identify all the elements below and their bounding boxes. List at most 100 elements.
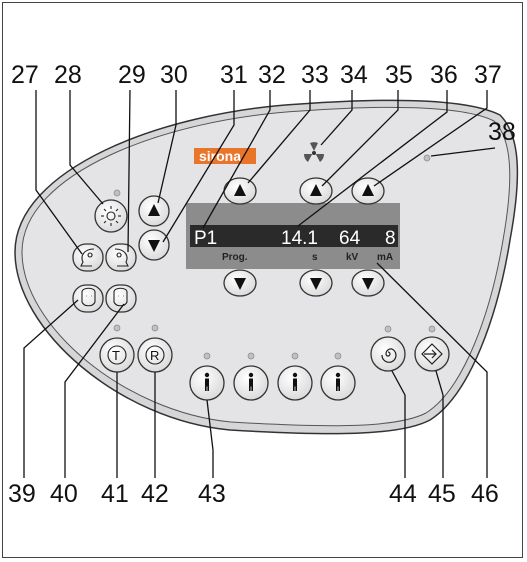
leader-line-28 — [69, 90, 104, 205]
led-radiation-indicator — [113, 189, 121, 197]
kv-down-button[interactable] — [351, 269, 385, 297]
person-icon — [292, 372, 298, 391]
led-button-45 — [428, 325, 436, 333]
person-icon — [204, 372, 210, 391]
face-frontal-button[interactable] — [72, 284, 104, 313]
svg-text:sirona: sirona — [199, 148, 241, 164]
callout-27: 27 — [11, 61, 39, 89]
leader-line-27 — [35, 90, 83, 255]
display-unit-ma: mA — [377, 252, 393, 263]
head-position-left-button[interactable] — [72, 243, 104, 272]
leader-line-46 — [376, 262, 488, 478]
leader-line-34 — [320, 90, 353, 146]
leader-line-31 — [162, 90, 235, 243]
callout-44: 44 — [389, 480, 417, 508]
status-led-37 — [423, 154, 431, 162]
leader-line-45 — [435, 370, 444, 478]
leader-line-30 — [157, 90, 177, 204]
time-down-button[interactable] — [299, 269, 333, 297]
arrow-down-icon — [148, 240, 160, 252]
callout-34: 34 — [340, 61, 368, 89]
callout-28: 28 — [54, 61, 82, 89]
r-icon — [145, 345, 165, 365]
leader-line-37 — [373, 90, 488, 187]
head-profile-icon — [80, 248, 95, 267]
callout-41: 41 — [101, 480, 129, 508]
person-icon — [335, 372, 341, 391]
head-profile-icon — [114, 248, 129, 267]
leader-line-39 — [23, 299, 79, 478]
t-button[interactable]: T — [99, 337, 135, 373]
leader-line-33 — [247, 90, 311, 184]
arrow-up-icon — [148, 204, 160, 216]
patient-size-3-button[interactable] — [277, 365, 313, 401]
patient-size-4-button[interactable] — [320, 365, 356, 401]
display-unit-kv: kV — [346, 252, 359, 263]
arrow-up-icon — [362, 184, 374, 196]
height-down-button[interactable] — [138, 229, 170, 261]
leader-line-29 — [127, 89, 131, 253]
callout-30: 30 — [160, 61, 188, 89]
display-program-value: P1 — [194, 228, 217, 249]
led-patient-2 — [247, 352, 255, 360]
led-patient-4 — [334, 352, 342, 360]
callout-29: 29 — [118, 61, 146, 89]
display-unit-program: Prog. — [222, 252, 248, 263]
arrow-down-icon — [362, 278, 374, 290]
arrow-into-icon — [421, 343, 443, 365]
callout-32: 32 — [258, 61, 286, 89]
callout-39: 39 — [8, 480, 36, 508]
ready-button[interactable] — [414, 336, 450, 372]
callout-36: 36 — [430, 61, 458, 89]
callout-46: 46 — [471, 480, 499, 508]
spiral-icon — [381, 348, 397, 363]
head-position-right-button[interactable] — [105, 243, 137, 272]
leader-line-36 — [297, 90, 448, 227]
time-up-button[interactable] — [299, 177, 333, 205]
callout-33: 33 — [301, 61, 329, 89]
arrow-up-icon — [310, 184, 322, 196]
t-icon-letter: T — [112, 348, 120, 363]
face-frontal-alt-button[interactable] — [105, 284, 137, 313]
display-time-value: 14.1 — [281, 228, 318, 249]
leader-line-38 — [430, 147, 496, 157]
face-frontal-icon — [113, 287, 128, 307]
leader-line-43 — [206, 399, 214, 478]
arrow-down-icon — [234, 278, 246, 290]
arrow-down-icon — [310, 278, 322, 290]
leader-line-35 — [321, 90, 399, 187]
display-kv-value: 64 — [339, 228, 361, 249]
r-button[interactable]: R — [137, 337, 173, 373]
return-button[interactable] — [370, 336, 406, 372]
patient-size-1-button[interactable] — [189, 365, 225, 401]
callout-45: 45 — [428, 480, 456, 508]
led-patient-1 — [203, 352, 211, 360]
callout-38: 38 — [488, 118, 516, 146]
leader-line-44 — [391, 370, 406, 478]
t-icon — [107, 345, 127, 365]
radiation-warning-icon — [304, 142, 324, 162]
callout-35: 35 — [385, 61, 413, 89]
display-unit-time: s — [312, 252, 318, 263]
r-icon-letter: R — [150, 348, 159, 363]
led-patient-3 — [291, 352, 299, 360]
leader-lines — [23, 89, 496, 478]
callout-31: 31 — [220, 61, 248, 89]
led-button-44 — [384, 325, 392, 333]
leader-line-32 — [202, 90, 271, 229]
display-ma-value: 8 — [385, 228, 396, 249]
figure-frame — [2, 2, 523, 558]
led-button-41 — [113, 324, 121, 332]
callout-37: 37 — [474, 61, 502, 89]
led-button-42 — [151, 324, 159, 332]
light-burst-icon — [101, 206, 121, 226]
person-icon — [248, 372, 254, 391]
height-up-button[interactable] — [138, 195, 170, 227]
light-localizer-button[interactable] — [94, 199, 128, 233]
sirona-logo: sirona — [194, 148, 256, 164]
patient-size-2-button[interactable] — [233, 365, 269, 401]
face-frontal-icon — [81, 287, 96, 307]
program-down-button[interactable] — [223, 269, 257, 297]
callout-42: 42 — [141, 480, 169, 508]
